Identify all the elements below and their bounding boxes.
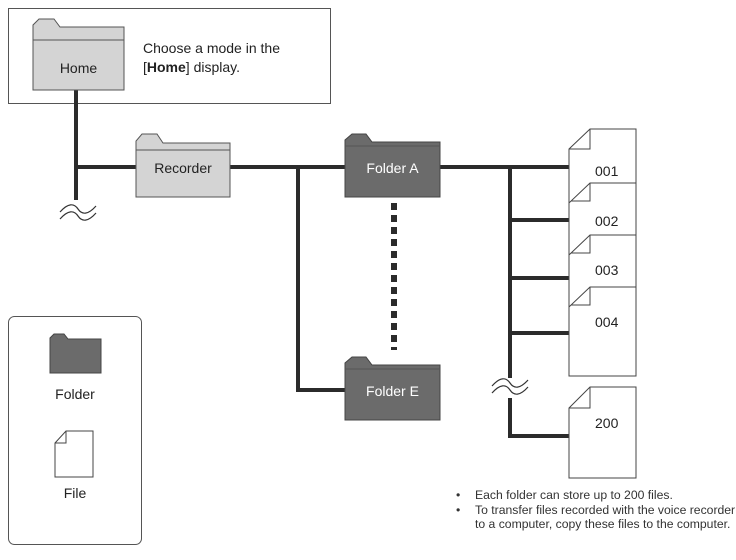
- legend-file-icon: [54, 430, 94, 478]
- legend-file-label: File: [63, 485, 87, 501]
- folder-e-label: Folder E: [366, 383, 419, 399]
- file-icon-004: [568, 284, 637, 377]
- file-stack: [568, 128, 637, 479]
- legend-file-fold: [55, 431, 67, 444]
- file-icon-003-fold: [569, 233, 591, 254]
- connector-lines: [74, 90, 572, 438]
- legend-folder-icon: [49, 333, 102, 374]
- break-mark-files: [491, 378, 529, 395]
- recorder-folder-label: Recorder: [154, 160, 212, 176]
- home-folder-label: Home: [59, 60, 98, 76]
- file-icon-002-fold: [569, 181, 591, 202]
- file-icon-200-fold: [569, 387, 591, 409]
- home-description-prefix: Choose a mode in the: [143, 40, 280, 56]
- break-gap-files: [500, 378, 520, 398]
- legend-folder-label: Folder: [55, 386, 95, 402]
- home-description-bold: Home: [146, 59, 186, 75]
- file-icon-004-fold: [569, 285, 591, 306]
- notes-list: Each folder can store up to 200 files. T…: [456, 488, 736, 532]
- note-item: Each folder can store up to 200 files.: [456, 488, 736, 503]
- home-description-bracket-open: [: [143, 59, 147, 75]
- folder-a-icon: [344, 133, 441, 198]
- break-mark-home: [59, 204, 97, 221]
- file-icon-001-fold: [569, 129, 591, 150]
- file-icon-200: [568, 386, 637, 479]
- folder-a-label: Folder A: [366, 160, 419, 176]
- file-label-002: 002: [595, 213, 619, 229]
- home-description-suffix: ] display.: [185, 59, 241, 75]
- home-description: Choose a mode in the [Home] display.: [143, 39, 343, 77]
- file-label-004: 004: [595, 314, 619, 330]
- home-folder-icon: [32, 18, 125, 91]
- file-label-003: 003: [595, 262, 619, 278]
- file-label-001: 001: [595, 163, 619, 179]
- folder-e-icon: [344, 356, 441, 421]
- note-item: To transfer files recorded with the voic…: [456, 503, 736, 532]
- file-label-200: 200: [595, 415, 619, 431]
